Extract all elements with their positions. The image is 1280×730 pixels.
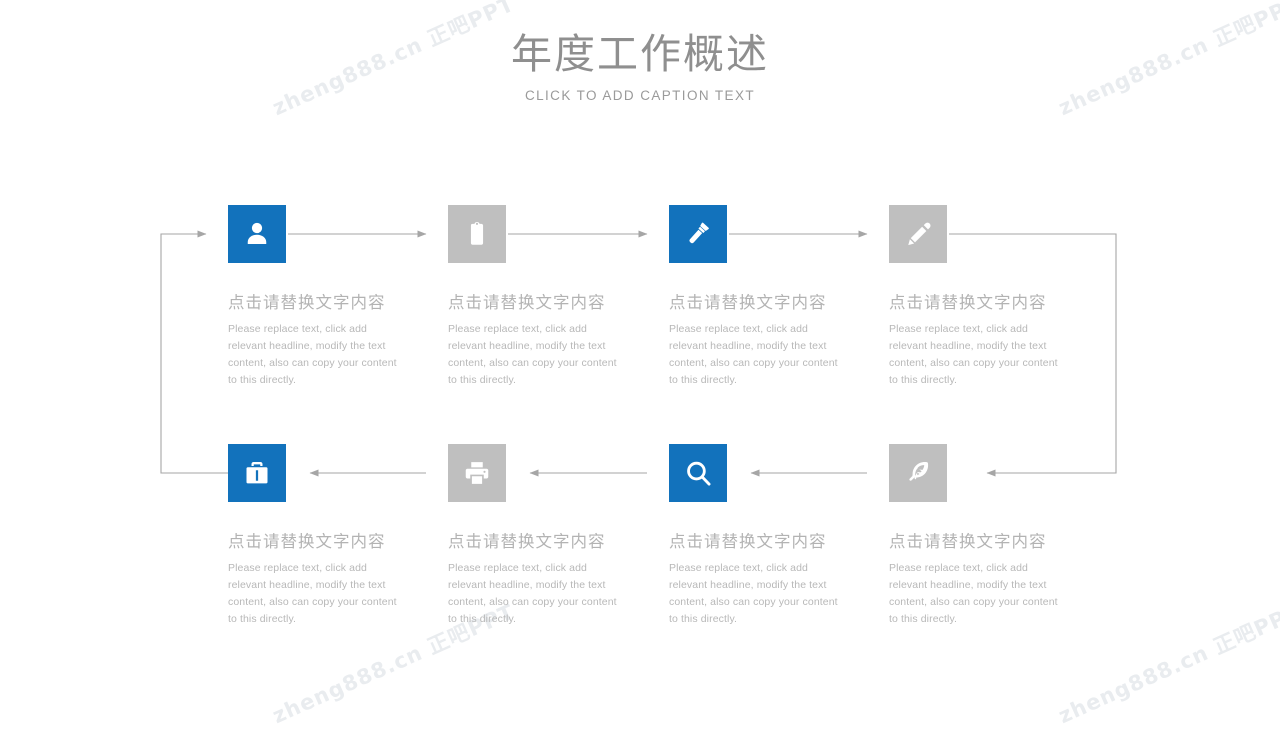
step-heading: 点击请替换文字内容 (669, 293, 827, 312)
page-title: 年度工作概述 (511, 30, 769, 78)
step-heading: 点击请替换文字内容 (228, 532, 386, 551)
step-body: Please replace text, click add relevant … (669, 562, 838, 625)
step-heading: 点击请替换文字内容 (889, 532, 1047, 551)
step-body: Please replace text, click add relevant … (228, 562, 397, 625)
step-heading: 点击请替换文字内容 (669, 532, 827, 551)
pencil-icon[interactable] (889, 205, 947, 263)
user-icon[interactable] (228, 205, 286, 263)
process-step-3[interactable]: 点击请替换文字内容 Please replace text, click add… (669, 205, 869, 389)
process-step-7[interactable]: 点击请替换文字内容 Please replace text, click add… (669, 444, 869, 628)
flashlight-icon[interactable] (669, 205, 727, 263)
search-icon[interactable] (669, 444, 727, 502)
process-step-4[interactable]: 点击请替换文字内容 Please replace text, click add… (889, 205, 1089, 389)
step-heading: 点击请替换文字内容 (448, 532, 606, 551)
clipboard-icon[interactable] (448, 205, 506, 263)
step-body: Please replace text, click add relevant … (669, 323, 838, 386)
step-body: Please replace text, click add relevant … (228, 323, 397, 386)
step-body: Please replace text, click add relevant … (889, 562, 1058, 625)
process-step-2[interactable]: 点击请替换文字内容 Please replace text, click add… (448, 205, 648, 389)
page-subtitle: CLICK TO ADD CAPTION TEXT (524, 88, 756, 104)
step-heading: 点击请替换文字内容 (448, 293, 606, 312)
step-body: Please replace text, click add relevant … (889, 323, 1058, 386)
process-step-5[interactable]: 点击请替换文字内容 Please replace text, click add… (228, 444, 428, 628)
slide-header: 年度工作概述 CLICK TO ADD CAPTION TEXT (0, 30, 1280, 103)
process-step-1[interactable]: 点击请替换文字内容 Please replace text, click add… (228, 205, 428, 389)
step-body: Please replace text, click add relevant … (448, 323, 617, 386)
step-heading: 点击请替换文字内容 (228, 293, 386, 312)
step-heading: 点击请替换文字内容 (889, 293, 1047, 312)
feather-icon[interactable] (889, 444, 947, 502)
process-step-8[interactable]: 点击请替换文字内容 Please replace text, click add… (889, 444, 1089, 628)
process-step-6[interactable]: 点击请替换文字内容 Please replace text, click add… (448, 444, 648, 628)
printer-icon[interactable] (448, 444, 506, 502)
step-body: Please replace text, click add relevant … (448, 562, 617, 625)
briefcase-icon[interactable] (228, 444, 286, 502)
